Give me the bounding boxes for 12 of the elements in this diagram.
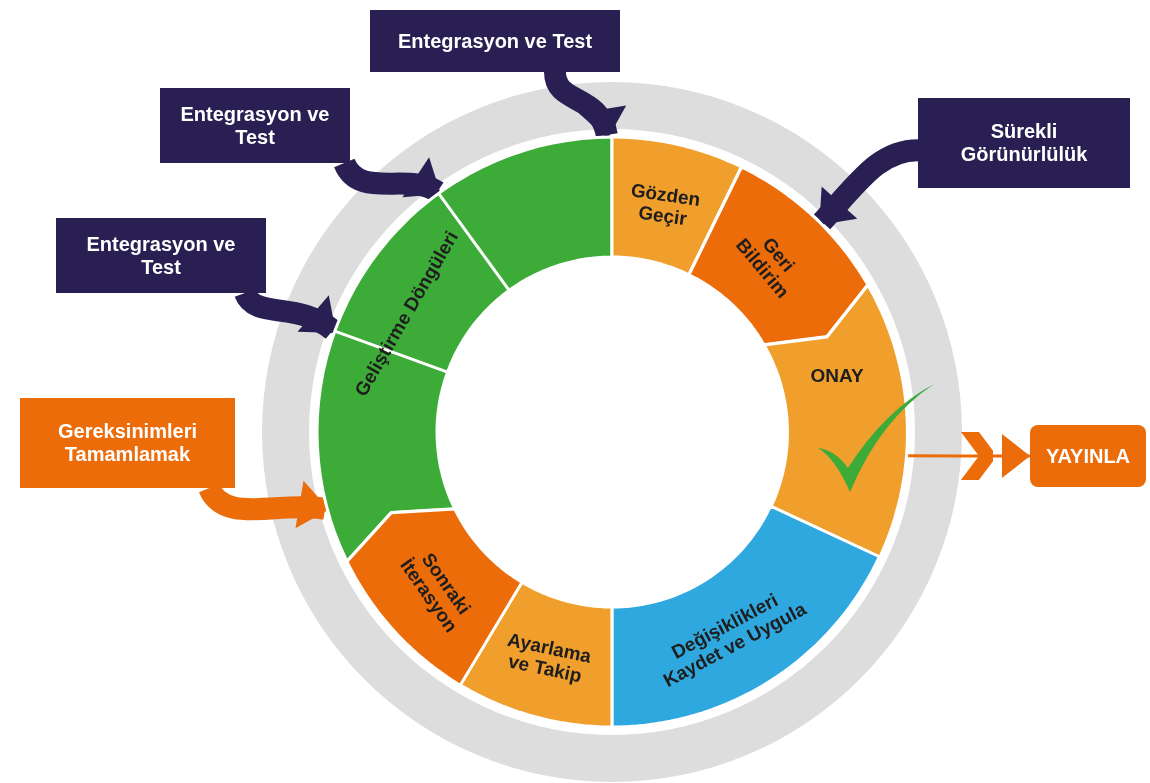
curved-arrow <box>334 157 443 202</box>
callout-box: Entegrasyon ve Test <box>370 10 620 72</box>
callout-box: Sürekli Görünürlülük <box>918 98 1130 188</box>
callout-box: Entegrasyon ve Test <box>160 88 350 163</box>
callout-box: Gereksinimleri Tamamlamak <box>20 398 235 488</box>
callout-box: Entegrasyon ve Test <box>56 218 266 293</box>
segment-label: Ayarlama ve Takip <box>504 627 594 689</box>
callout-box: YAYINLA <box>1030 425 1146 487</box>
segment-label: ONAY <box>809 365 865 387</box>
segment-label: Gözden Geçir <box>628 178 703 232</box>
curved-arrow <box>544 70 624 139</box>
chevron-arrow <box>908 432 1030 480</box>
